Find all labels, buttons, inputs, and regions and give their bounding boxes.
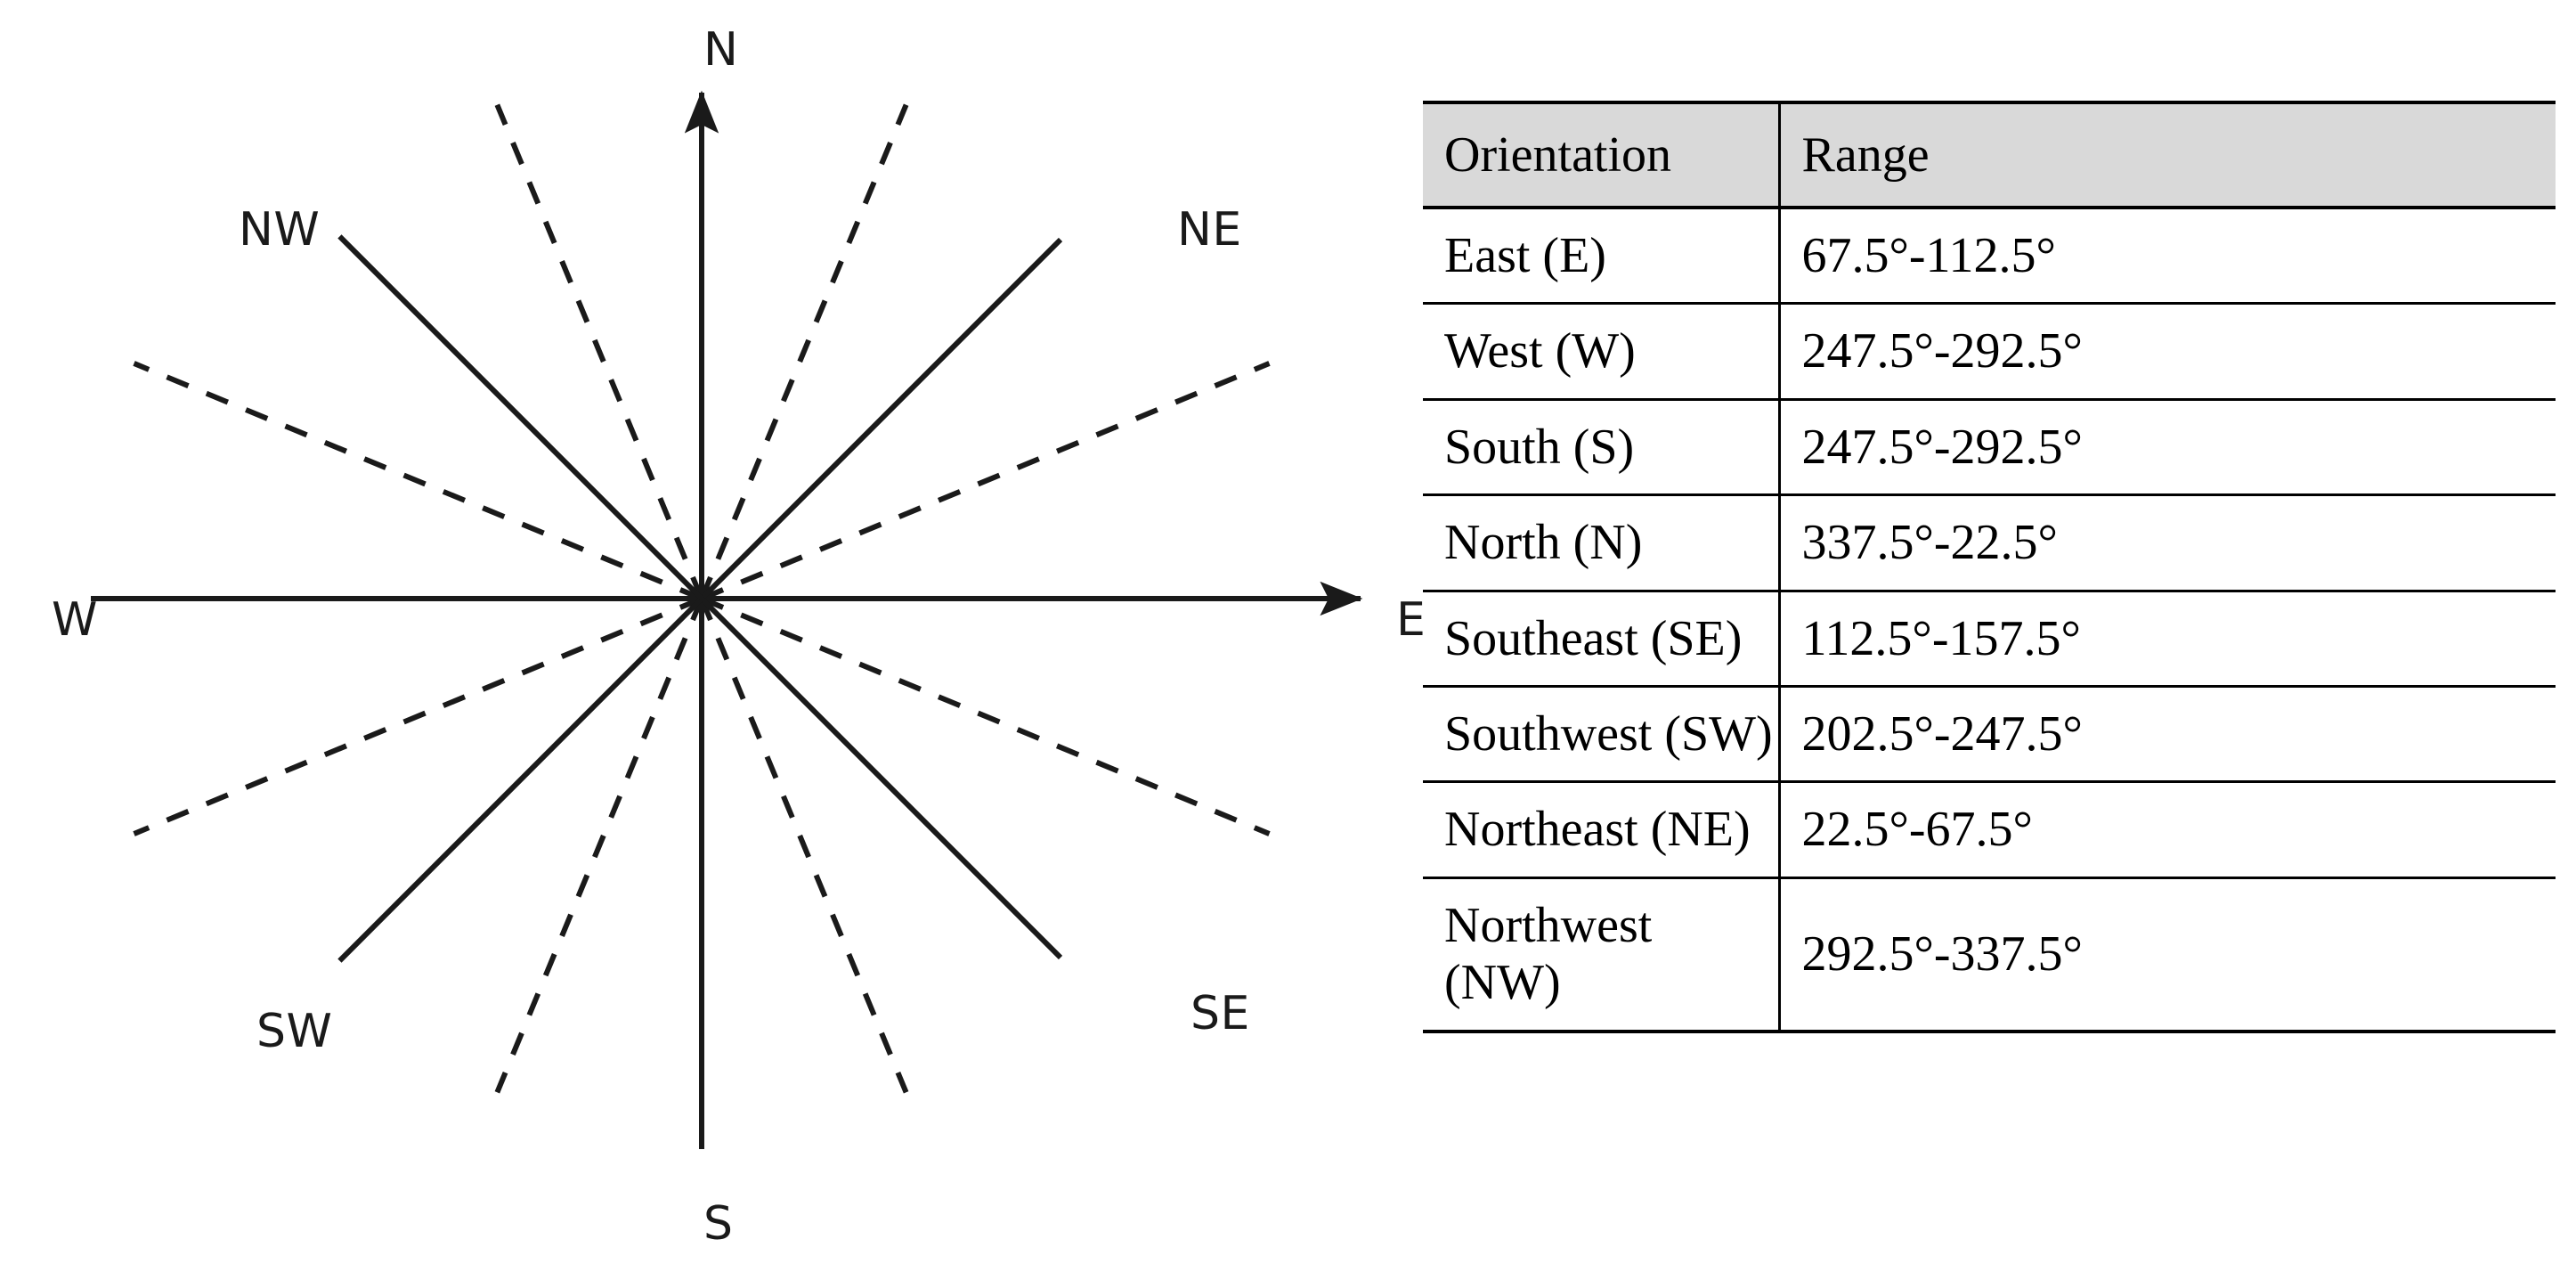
- compass-label-southeast: SE: [1190, 987, 1250, 1040]
- compass-label-west: W: [52, 593, 98, 647]
- sector-boundary-lines: [133, 103, 1271, 1094]
- cell-orientation: Southwest (SW): [1423, 686, 1781, 784]
- orientation-range-table-panel: Orientation Range East (E)67.5°-112.5°We…: [1423, 101, 2556, 1033]
- table-row: Southeast (SE)112.5°-157.5°: [1423, 591, 2556, 688]
- northeast-axis: [699, 237, 1063, 601]
- southwest-axis: [337, 596, 704, 963]
- southeast-axis: [699, 596, 1063, 960]
- boundary-247.5: [133, 596, 703, 836]
- orientation-range-table: Orientation Range East (E)67.5°-112.5°We…: [1423, 101, 2556, 1033]
- compass-label-northwest: NW: [239, 203, 321, 257]
- compass-label-south: S: [703, 1197, 734, 1251]
- table-row: North (N)337.5°-22.5°: [1423, 494, 2556, 592]
- table-body: East (E)67.5°-112.5°West (W)247.5°-292.5…: [1423, 208, 2556, 1033]
- cardinal-direction-lines: [91, 90, 1363, 1149]
- compass-label-east: E: [1396, 593, 1426, 647]
- cell-orientation: Northeast (NE): [1423, 781, 1781, 879]
- table-row: Northwest (NW)292.5°-337.5°: [1423, 877, 2556, 1033]
- compass-svg: [91, 90, 1363, 1149]
- cell-orientation: North (N): [1423, 494, 1781, 592]
- cell-orientation: Northwest (NW): [1423, 877, 1781, 1033]
- compass-label-north: N: [703, 23, 739, 77]
- table-header: Orientation Range: [1423, 101, 2556, 209]
- boundary-112.5: [700, 596, 1271, 836]
- table-row: Northeast (NE)22.5°-67.5°: [1423, 781, 2556, 879]
- boundary-292.5: [133, 361, 703, 601]
- cell-orientation: Southeast (SE): [1423, 591, 1781, 688]
- column-header-range: Range: [1779, 101, 2556, 209]
- cell-orientation: South (S): [1423, 399, 1781, 497]
- cell-orientation: West (W): [1423, 303, 1781, 401]
- table-row: Southwest (SW)202.5°-247.5°: [1423, 686, 2556, 784]
- boundary-202.5: [494, 597, 704, 1094]
- cell-range: 247.5°-292.5°: [1779, 303, 2556, 401]
- cell-range: 202.5°-247.5°: [1779, 686, 2556, 784]
- table-row: West (W)247.5°-292.5°: [1423, 303, 2556, 401]
- northwest-axis: [337, 234, 704, 601]
- cell-range: 22.5°-67.5°: [1779, 781, 2556, 879]
- cell-orientation: East (E): [1423, 208, 1781, 306]
- table-row: South (S)247.5°-292.5°: [1423, 399, 2556, 497]
- table-row: East (E)67.5°-112.5°: [1423, 208, 2556, 306]
- cell-range: 67.5°-112.5°: [1779, 208, 2556, 306]
- boundary-337.5: [494, 103, 704, 600]
- cell-range: 292.5°-337.5°: [1779, 877, 2556, 1033]
- compass-label-northeast: NE: [1177, 203, 1242, 257]
- cell-range: 247.5°-292.5°: [1779, 399, 2556, 497]
- boundary-157.5: [699, 597, 909, 1094]
- cell-range: 112.5°-157.5°: [1779, 591, 2556, 688]
- table-header-row: Orientation Range: [1423, 101, 2556, 209]
- cell-range: 337.5°-22.5°: [1779, 494, 2556, 592]
- column-header-orientation: Orientation: [1423, 101, 1781, 209]
- boundary-67.5: [700, 361, 1271, 601]
- boundary-22.5: [699, 103, 909, 600]
- compass-label-southwest: SW: [256, 1005, 333, 1058]
